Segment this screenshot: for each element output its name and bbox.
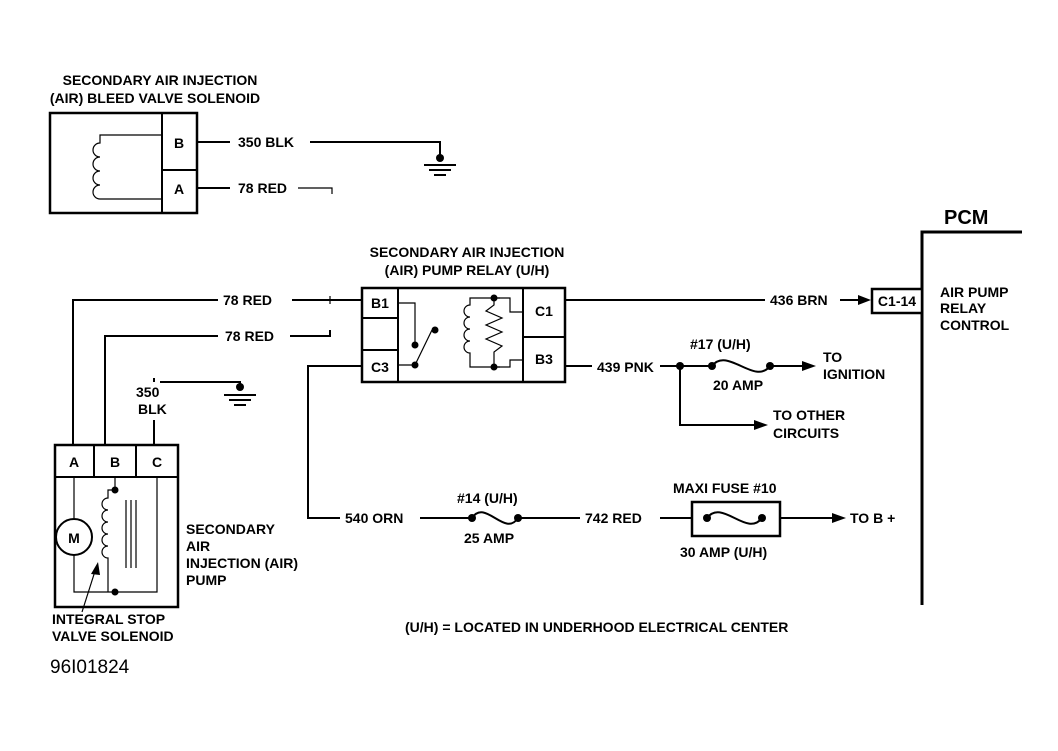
stop-valve-label-1: INTEGRAL STOP [52,611,165,627]
air-pump-relay: SECONDARY AIR INJECTION (AIR) PUMP RELAY… [360,244,567,384]
wire-second-red-right [290,330,331,337]
wire-label-brn: 436 BRN [770,292,828,308]
relay-coil-lead-bot [494,359,523,368]
fuse-14-element [471,511,519,525]
maxi-fuse-rating: 30 AMP (U/H) [680,544,767,560]
bleed-valve-solenoid: SECONDARY AIR INJECTION (AIR) BLEED VALV… [48,72,260,215]
relay-switch-contact-a [398,302,416,345]
relay-title-2: (AIR) PUMP RELAY (U/H) [385,262,550,278]
wire-c3-orn [307,365,362,519]
pcm-label-3: CONTROL [940,317,1010,333]
fuse-17-rating: 20 AMP [713,377,763,393]
wire-label-742: 742 RED [585,510,642,526]
pump-label-1: SECONDARY [186,521,276,537]
maxi-fuse-10: MAXI FUSE #10 30 AMP (U/H) [673,480,782,560]
wire-label-bleed-blk: 350 BLK [238,134,294,150]
arrow-to-ignition [802,361,816,371]
other-circuits-2: CIRCUITS [773,425,839,441]
bleed-valve-pin-a: A [174,181,184,197]
legend-note: (U/H) = LOCATED IN UNDERHOOD ELECTRICAL … [405,619,788,635]
pcm-boundary [920,230,1022,605]
ground-dot-2 [236,383,244,391]
relay-pin-b1: B1 [371,295,389,311]
wire-label-pnk: 439 PNK [597,359,654,375]
air-injection-pump: A B C M [53,443,180,613]
arrow-to-bplus [832,513,846,523]
fuse-17: #17 (U/H) 20 AMP [690,336,774,393]
wire-label-350: 350 [136,384,160,400]
arrow-to-pcm [858,295,871,305]
stop-valve-pointer [81,567,97,613]
maxi-fuse-name: MAXI FUSE #10 [673,480,777,496]
fuse-14-name: #14 (U/H) [457,490,518,506]
fuse-14-rating: 25 AMP [464,530,514,546]
stop-valve-label-2: VALVE SOLENOID [52,628,174,644]
pump-pin-c: C [152,454,162,470]
relay-pin-c1: C1 [535,303,553,319]
pump-stop-valve-coil [101,489,115,592]
pump-pin-a: A [69,454,79,470]
bleed-valve-title-1: SECONDARY AIR INJECTION [63,72,258,88]
figure-code: 96I01824 [50,657,130,678]
relay-pin-b3: B3 [535,351,553,367]
pcm-title: PCM [944,207,988,229]
pcm-connector-label: C1-14 [878,293,916,309]
wire-bleed-red-tail [298,187,333,194]
pump-pin-b: B [110,454,120,470]
wire-label-second-red: 78 RED [225,328,274,344]
wire-label-top-red: 78 RED [223,292,272,308]
pump-junction-bottom [111,588,119,596]
pump-label-4: PUMP [186,572,226,588]
relay-title-1: SECONDARY AIR INJECTION [370,244,565,260]
maxi-destination: TO B + [850,510,895,526]
maxi-fuse-element [706,511,763,525]
wire-label-blk: BLK [138,401,167,417]
pcm-label-2: RELAY [940,300,987,316]
ground-symbol-top [424,164,456,176]
wire-blk-ground [160,381,241,387]
ground-symbol-bottom [224,394,256,406]
wire-label-bleed-red: 78 RED [238,180,287,196]
other-circuits-1: TO OTHER [773,407,845,423]
arrow-to-other-circuits [754,420,768,430]
ignition-line1: TO [823,349,842,365]
fuse-17-element [711,359,771,373]
pcm-module: PCM C1-14 AIR PUMP RELAY CONTROL [870,207,1022,605]
ground-dot [436,154,444,162]
wire-bleed-blk [310,141,441,158]
ignition-line2: IGNITION [823,366,885,382]
pcm-connector [870,287,924,315]
relay-resistor [484,298,504,367]
relay-coil [463,297,500,368]
pump-motor-label: M [68,530,80,546]
bleed-valve-body [48,111,199,215]
pump-label-3: INJECTION (AIR) [186,555,298,571]
bleed-valve-title-2: (AIR) BLEED VALVE SOLENOID [50,90,260,106]
bleed-valve-coil [92,134,162,200]
relay-contact-dot-1 [411,341,419,349]
wire-label-orn: 540 ORN [345,510,403,526]
wire-to-other-circuits [679,366,760,426]
fuse-17-name: #17 (U/H) [690,336,751,352]
wire-top-red [72,299,218,445]
bleed-valve-pin-b: B [174,135,184,151]
wire-second-red [104,335,218,445]
relay-switch-arm [414,329,433,366]
relay-coil-lead-top [494,297,523,313]
relay-contact-dot-3 [431,326,439,334]
pcm-label-1: AIR PUMP [940,284,1008,300]
pump-label-2: AIR [186,538,210,554]
fuse-14: #14 (U/H) 25 AMP [457,490,522,546]
stop-valve-arrowhead [91,562,100,575]
relay-pin-c3: C3 [371,359,389,375]
